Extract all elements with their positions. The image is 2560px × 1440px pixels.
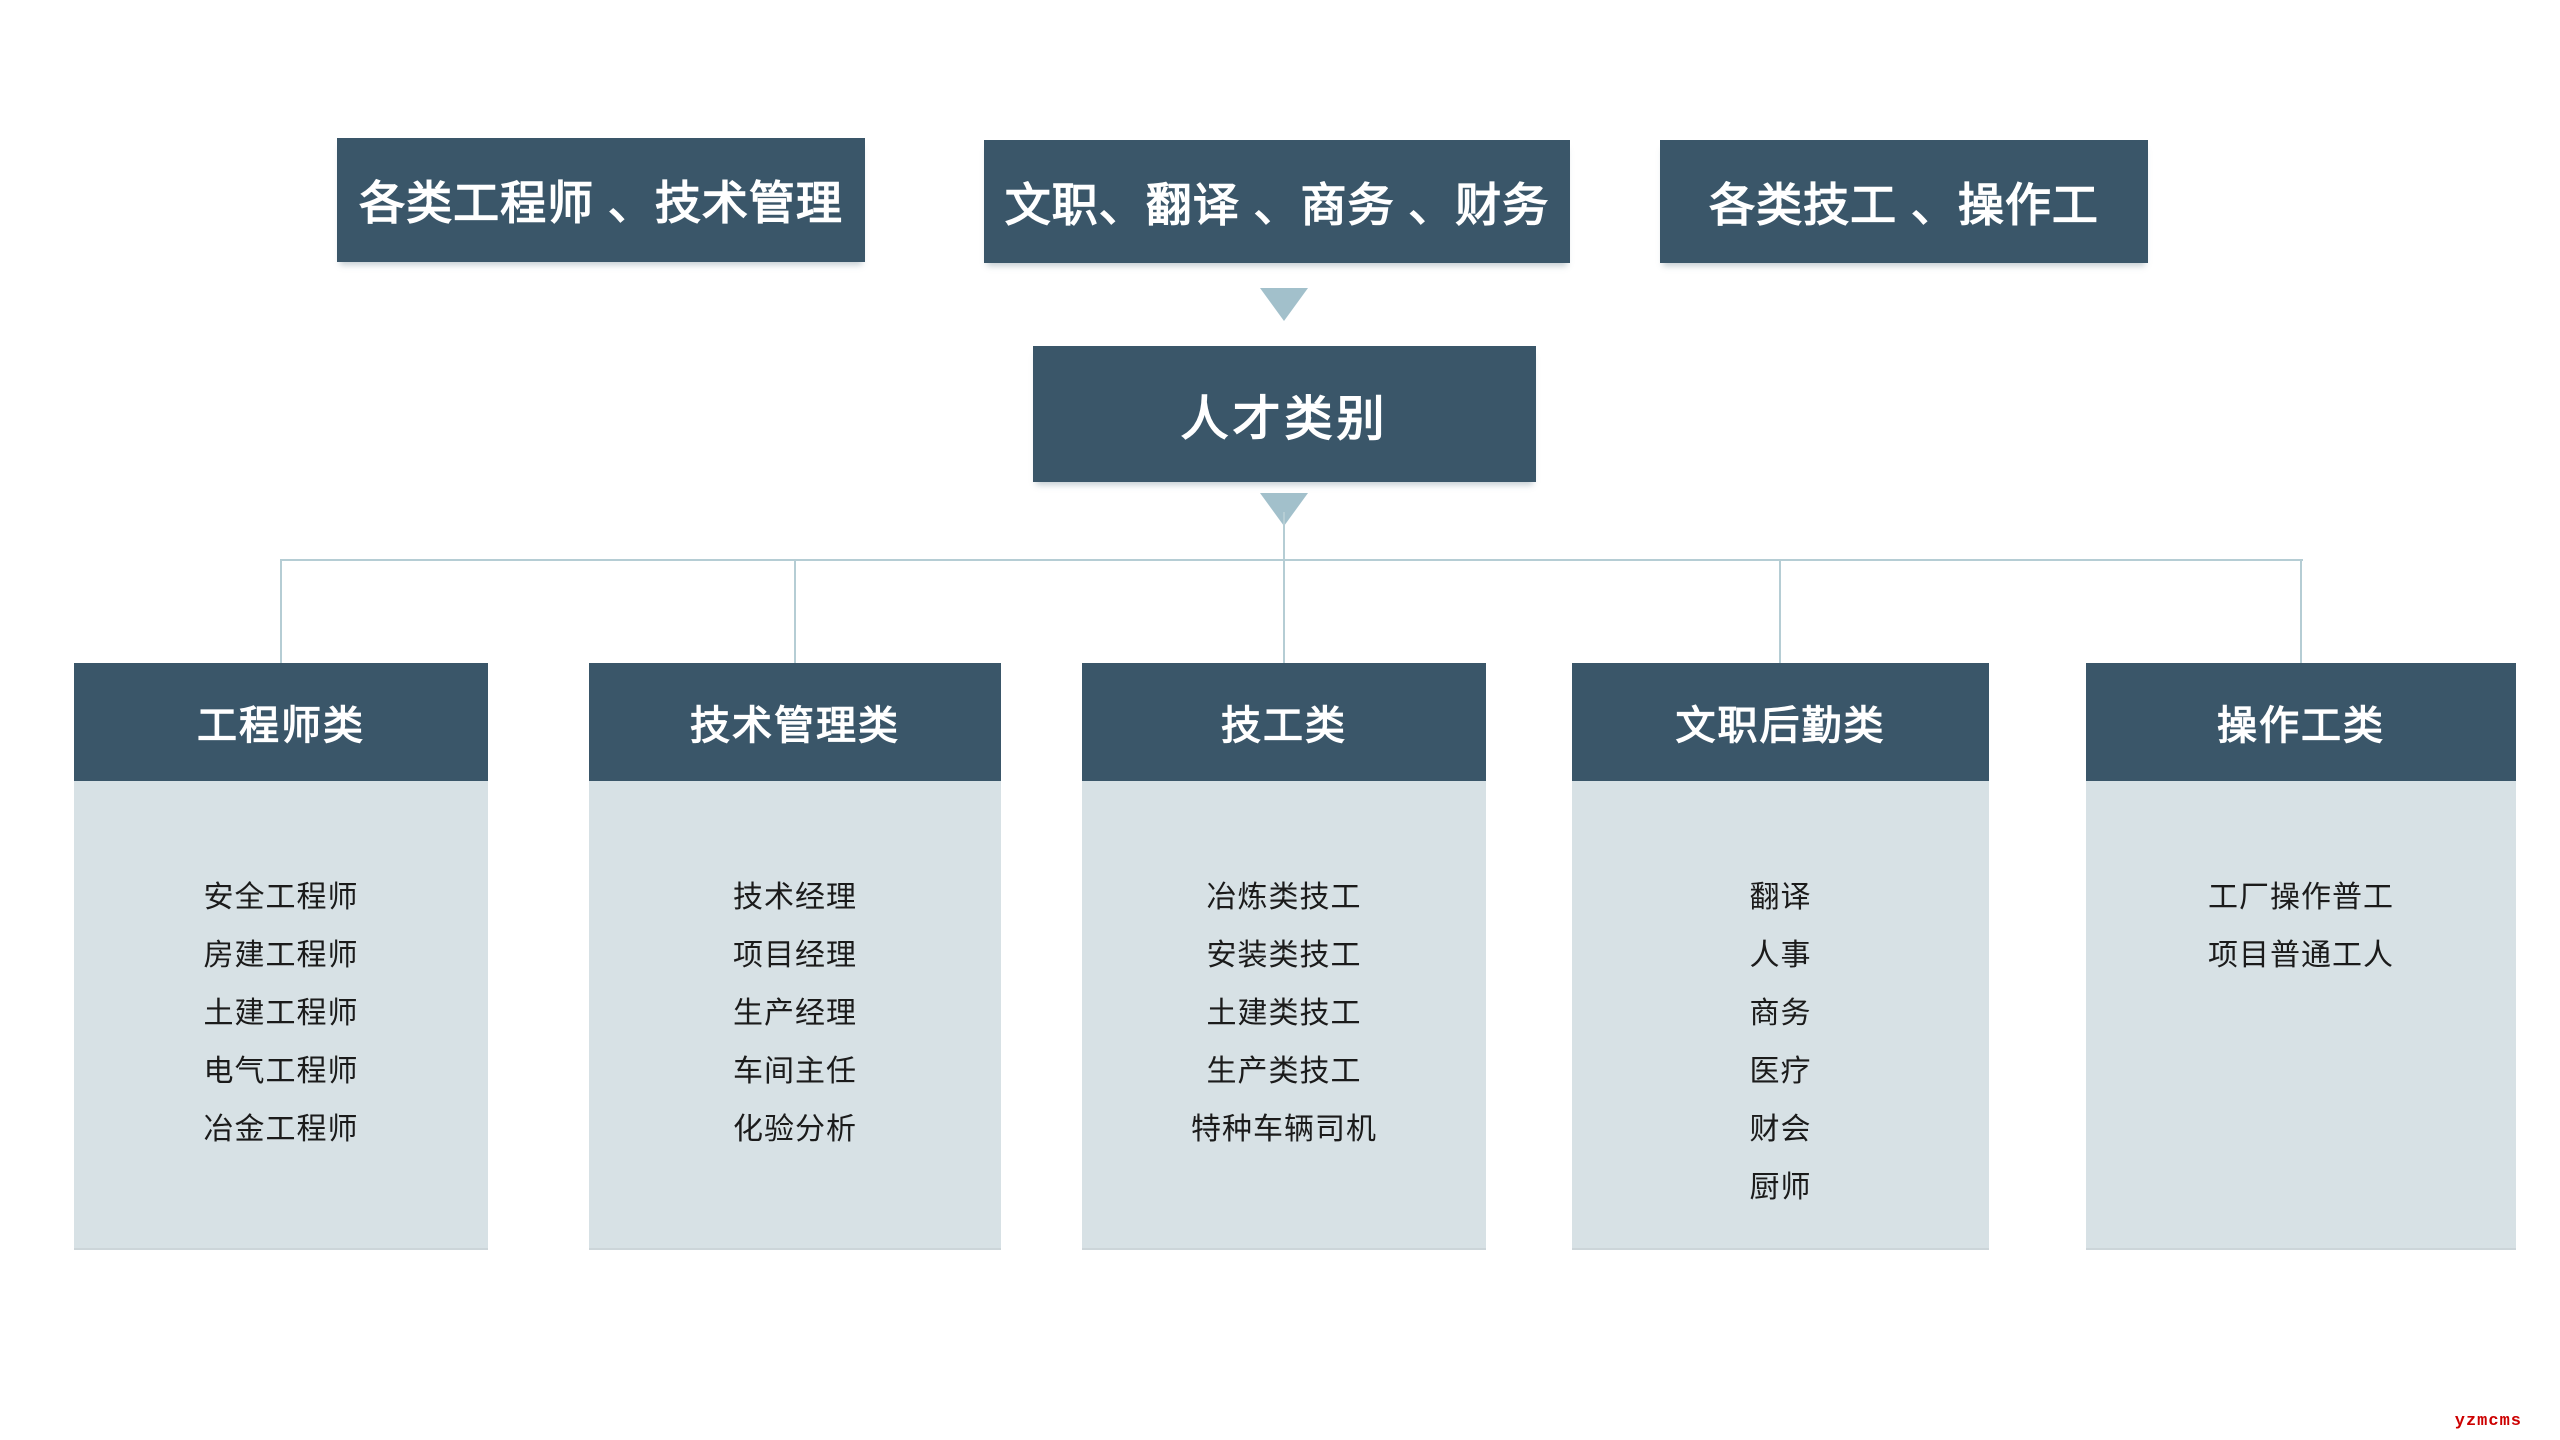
category-box-engineers-management: 各类工程师 、技术管理: [337, 138, 865, 262]
column-body-engineers: 安全工程师 房建工程师 土建工程师 电气工程师 冶金工程师: [74, 781, 488, 1250]
column-header-engineers: 工程师类: [74, 663, 488, 781]
list-item: 项目普通工人: [2208, 939, 2394, 972]
list-item: 安装类技工: [1206, 939, 1362, 972]
column-header-technical-management: 技术管理类: [589, 663, 1001, 781]
list-item: 翻译: [1749, 881, 1812, 914]
column-header-operators: 操作工类: [2086, 663, 2516, 781]
watermark-logo: yzmcms: [2454, 1412, 2522, 1431]
list-item: 工厂操作普工: [2208, 881, 2394, 914]
column-body-operators: 工厂操作普工 项目普通工人: [2086, 781, 2516, 1250]
column-body-skilled-workers: 冶炼类技工 安装类技工 土建类技工 生产类技工 特种车辆司机: [1082, 781, 1486, 1250]
column-header-skilled-workers: 技工类: [1082, 663, 1486, 781]
list-item: 财会: [1749, 1113, 1812, 1146]
list-item: 房建工程师: [203, 939, 359, 972]
list-item: 土建类技工: [1206, 997, 1362, 1030]
category-box-clerical-finance: 文职、翻译 、商务 、财务: [984, 140, 1570, 263]
column-clerical-logistics: 文职后勤类 翻译 人事 商务 医疗 财会 厨师: [1572, 663, 1989, 1250]
column-operators: 操作工类 工厂操作普工 项目普通工人: [2086, 663, 2516, 1250]
category-box-technicians-operators: 各类技工 、操作工: [1660, 140, 2148, 263]
list-item: 项目经理: [733, 939, 857, 972]
list-item: 特种车辆司机: [1191, 1113, 1377, 1146]
list-item: 土建工程师: [203, 997, 359, 1030]
connector-drop-col1: [280, 559, 282, 664]
connector-drop-col5: [2300, 559, 2302, 664]
list-item: 人事: [1749, 939, 1812, 972]
list-item: 商务: [1749, 997, 1812, 1030]
list-item: 医疗: [1749, 1055, 1812, 1088]
column-skilled-workers: 技工类 冶炼类技工 安装类技工 土建类技工 生产类技工 特种车辆司机: [1082, 663, 1486, 1250]
arrow-down-icon: [1260, 288, 1308, 321]
list-item: 生产类技工: [1206, 1055, 1362, 1088]
connector-drop-col4: [1779, 559, 1781, 664]
connector-stem: [1283, 512, 1285, 561]
list-item: 生产经理: [733, 997, 857, 1030]
list-item: 冶金工程师: [203, 1113, 359, 1146]
list-item: 化验分析: [733, 1113, 857, 1146]
list-item: 车间主任: [733, 1055, 857, 1088]
column-body-clerical-logistics: 翻译 人事 商务 医疗 财会 厨师: [1572, 781, 1989, 1250]
list-item: 电气工程师: [203, 1055, 359, 1088]
root-node-talent-category: 人才类别: [1033, 346, 1536, 482]
list-item: 冶炼类技工: [1206, 881, 1362, 914]
column-header-clerical-logistics: 文职后勤类: [1572, 663, 1989, 781]
list-item: 安全工程师: [203, 881, 359, 914]
connector-drop-col3: [1283, 559, 1285, 664]
column-engineers: 工程师类 安全工程师 房建工程师 土建工程师 电气工程师 冶金工程师: [74, 663, 488, 1250]
connector-drop-col2: [794, 559, 796, 664]
connector-horizontal: [281, 559, 2303, 561]
list-item: 厨师: [1749, 1171, 1812, 1204]
list-item: 技术经理: [733, 881, 857, 914]
column-body-technical-management: 技术经理 项目经理 生产经理 车间主任 化验分析: [589, 781, 1001, 1250]
column-technical-management: 技术管理类 技术经理 项目经理 生产经理 车间主任 化验分析: [589, 663, 1001, 1250]
